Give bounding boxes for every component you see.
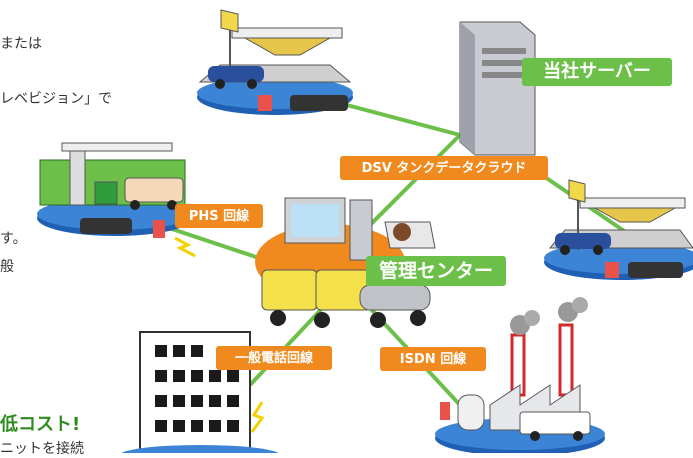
right-fuel-station-illustration: [544, 179, 693, 280]
isdn-line-label: ISDN 回線: [380, 347, 486, 371]
server-label: 当社サーバー: [522, 58, 672, 86]
factory-illustration: [435, 297, 605, 453]
phone-line-label: 一般電話回線: [216, 346, 332, 370]
body-text-line-5: ニットを接続: [0, 441, 84, 457]
body-text-line-3: す。: [0, 231, 27, 247]
left-station-illustration: [37, 142, 196, 258]
body-text-line-1: または: [0, 36, 42, 52]
body-text-line-2: レベビジョン」で: [0, 91, 112, 107]
management-center-label: 管理センター: [366, 256, 506, 286]
body-text-line-4: 般: [0, 259, 14, 275]
top-fuel-station-illustration: [197, 9, 353, 115]
cloud-label: DSV タンクデータクラウド: [340, 156, 548, 180]
server-tower-illustration: [459, 21, 536, 156]
management-center-illustration: [255, 197, 436, 328]
headline-text: 低コスト!: [0, 414, 81, 435]
phs-line-label: PHS 回線: [175, 204, 263, 228]
